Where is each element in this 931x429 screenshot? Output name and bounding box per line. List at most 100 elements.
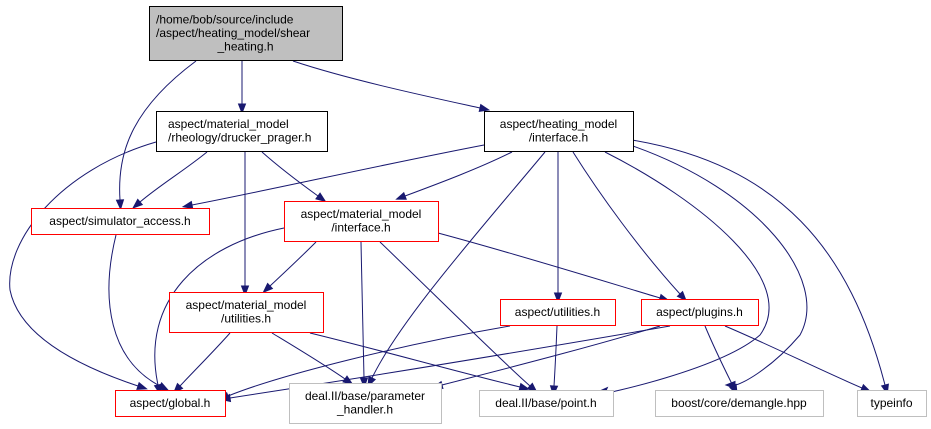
edge-heating_interface-to-parameter_handler bbox=[367, 151, 546, 388]
edge-line bbox=[269, 241, 317, 287]
node-box bbox=[169, 292, 324, 333]
node-label: /interface.h bbox=[331, 221, 390, 235]
edge-line bbox=[271, 332, 346, 380]
node-point: deal.II/base/point.h bbox=[479, 390, 614, 417]
edge-line bbox=[292, 60, 481, 109]
node-label: aspect/global.h bbox=[130, 396, 211, 410]
edge-material_interface-to-plugins bbox=[437, 232, 670, 302]
edge-line bbox=[9, 141, 157, 387]
edge-line bbox=[371, 151, 546, 379]
edge-plugins-to-demangle bbox=[704, 325, 738, 396]
edge-line bbox=[108, 234, 161, 387]
edge-line bbox=[629, 144, 808, 386]
node-box bbox=[115, 390, 226, 417]
node-box bbox=[156, 111, 328, 152]
edge-line bbox=[441, 325, 661, 386]
node-box bbox=[31, 208, 210, 235]
arrowhead-icon bbox=[518, 382, 531, 391]
arrowhead-icon bbox=[115, 199, 125, 211]
node-drucker-prager[interactable]: aspect/material_model/rheology/drucker_p… bbox=[156, 111, 328, 152]
arrowhead-icon bbox=[676, 290, 687, 302]
arrowhead-icon bbox=[181, 200, 194, 210]
node-label: aspect/plugins.h bbox=[656, 305, 743, 319]
edge-heating_interface-to-typeinfo bbox=[631, 139, 889, 396]
node-label: _heating.h bbox=[216, 39, 273, 53]
arrowhead-icon bbox=[262, 282, 274, 294]
node-typeinfo: typeinfo bbox=[857, 390, 927, 417]
node-material-utilities[interactable]: aspect/material_model/utilities.h bbox=[169, 292, 324, 333]
node-label: /home/bob/source/include bbox=[156, 12, 294, 26]
node-label: /utilities.h bbox=[221, 312, 271, 326]
node-label: aspect/simulator_access.h bbox=[49, 214, 190, 228]
edge-heating_interface-to-point bbox=[597, 151, 770, 398]
edge-drucker_prager-to-global bbox=[9, 141, 157, 390]
arrowhead-icon bbox=[478, 103, 491, 113]
edge-line bbox=[437, 232, 661, 299]
node-label: _handler.h bbox=[336, 403, 393, 417]
edge-drucker_prager-to-material_interface bbox=[261, 151, 327, 203]
edge-material_interface-to-parameter_handler bbox=[359, 241, 369, 389]
node-label: aspect/material_model bbox=[168, 117, 289, 131]
edge-heating_interface-to-plugins bbox=[572, 151, 687, 302]
edge-line bbox=[404, 151, 513, 197]
edge-simulator_access-to-global bbox=[108, 234, 170, 391]
edge-line bbox=[191, 144, 485, 206]
edge-heating_interface-to-simulator_access bbox=[181, 144, 485, 210]
edge-material_utilities-to-global bbox=[172, 332, 231, 394]
arrowhead-icon bbox=[240, 285, 250, 297]
node-label: typeinfo bbox=[870, 396, 912, 410]
node-utilities[interactable]: aspect/utilities.h bbox=[500, 299, 616, 326]
edge-line bbox=[360, 241, 365, 379]
edge-heating_interface-to-material_interface bbox=[395, 151, 513, 200]
node-label: deal.II/base/point.h bbox=[495, 396, 596, 410]
node-label: boost/core/demangle.hpp bbox=[671, 396, 807, 410]
node-label: deal.II/base/parameter bbox=[305, 389, 425, 403]
node-box bbox=[857, 390, 927, 417]
node-box bbox=[149, 6, 343, 61]
node-root[interactable]: /home/bob/source/include/aspect/heating_… bbox=[149, 6, 343, 61]
node-label: /aspect/heating_model/shear bbox=[156, 26, 310, 40]
node-plugins[interactable]: aspect/plugins.h bbox=[641, 299, 759, 326]
node-box bbox=[641, 299, 759, 326]
node-global[interactable]: aspect/global.h bbox=[115, 390, 226, 417]
node-box bbox=[479, 390, 614, 417]
edge-root-to-simulator_access bbox=[115, 60, 197, 211]
edge-line bbox=[309, 332, 521, 388]
edge-heating_interface-to-utilities bbox=[553, 152, 563, 304]
node-box bbox=[500, 299, 616, 326]
arrowhead-icon bbox=[132, 198, 144, 209]
node-label: aspect/heating_model bbox=[500, 117, 617, 131]
edge-line bbox=[154, 227, 285, 386]
edge-root-to-drucker_prager bbox=[237, 60, 247, 115]
edge-line bbox=[553, 325, 558, 387]
edge-line bbox=[227, 325, 511, 397]
edge-drucker_prager-to-simulator_access bbox=[132, 151, 208, 209]
arrowhead-icon bbox=[395, 191, 407, 200]
edge-material_utilities-to-point bbox=[309, 332, 531, 391]
edge-line bbox=[119, 60, 197, 201]
node-material-interface[interactable]: aspect/material_model/interface.h bbox=[284, 201, 439, 242]
node-box bbox=[284, 201, 439, 242]
node-simulator-access[interactable]: aspect/simulator_access.h bbox=[31, 208, 210, 235]
edge-material_interface-to-material_utilities bbox=[262, 241, 317, 294]
edge-line bbox=[724, 325, 863, 389]
node-box bbox=[655, 390, 824, 417]
node-label: /interface.h bbox=[529, 131, 588, 145]
edge-line bbox=[704, 325, 734, 387]
node-heating-interface[interactable]: aspect/heating_model/interface.h bbox=[484, 111, 634, 152]
node-label: aspect/material_model bbox=[301, 207, 422, 221]
edge-root-to-heating_interface bbox=[292, 60, 491, 113]
arrowhead-icon bbox=[553, 292, 563, 304]
edge-line bbox=[572, 151, 681, 295]
node-label: /rheology/drucker_prager.h bbox=[168, 131, 311, 145]
edge-line bbox=[139, 151, 208, 203]
edge-line bbox=[179, 332, 231, 387]
edge-drucker_prager-to-material_utilities bbox=[240, 152, 250, 297]
node-box bbox=[484, 111, 634, 152]
arrowhead-icon bbox=[359, 377, 369, 389]
arrowhead-icon bbox=[136, 381, 148, 390]
node-label: aspect/material_model bbox=[186, 298, 307, 312]
arrowhead-icon bbox=[237, 103, 247, 115]
edge-line bbox=[379, 241, 531, 387]
